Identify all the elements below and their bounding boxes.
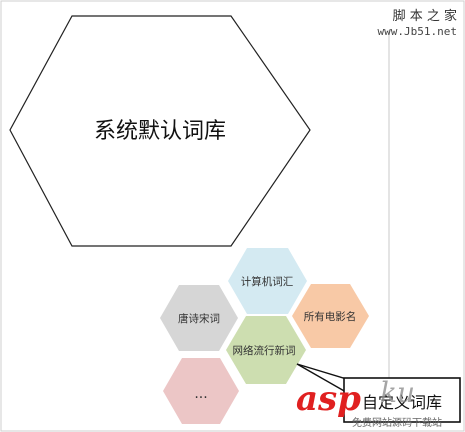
hexagon-internet-words-label: 网络流行新词 xyxy=(233,344,296,357)
asp-logo: asp xyxy=(296,379,361,419)
site-url-watermark: www.Jb51.net xyxy=(378,25,457,38)
callout-label: 自定义词库 xyxy=(362,393,442,412)
hexagon-movie-names-label: 所有电影名 xyxy=(304,310,357,323)
main-hexagon-label: 系统默认词库 xyxy=(94,119,226,144)
callout-pointer-lower xyxy=(296,363,347,393)
main-hexagon xyxy=(9,15,311,247)
hexagon-more xyxy=(163,358,239,424)
callout-box xyxy=(343,377,461,423)
hexagon-computer-vocab xyxy=(228,248,307,314)
ku-logo: ku xyxy=(380,376,415,409)
hexagon-poetry xyxy=(160,285,238,351)
hexagon-movie-names xyxy=(292,284,369,348)
hexagon-more-label: ... xyxy=(194,386,207,402)
hexagon-poetry-label: 唐诗宋词 xyxy=(178,312,220,325)
site-name-watermark: 脚 本 之 家 xyxy=(393,8,457,24)
footer-watermark: 免费网站源码下载站 xyxy=(352,416,442,429)
hexagon-computer-vocab-label: 计算机词汇 xyxy=(241,275,294,288)
hexagon-internet-words xyxy=(226,316,306,384)
